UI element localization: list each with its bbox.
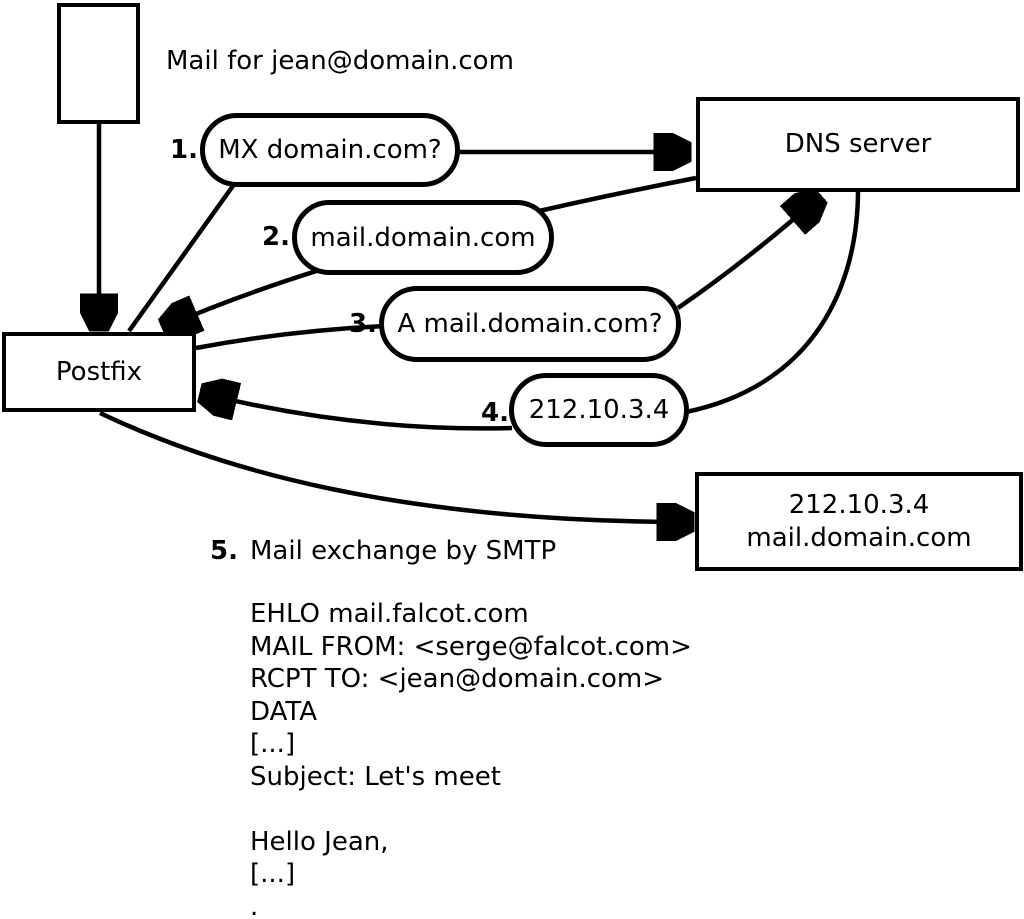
step-4-a-reply-pill: 212.10.3.4 bbox=[509, 373, 689, 447]
step-5-number: 5. bbox=[210, 536, 238, 566]
step-2-label: mail.domain.com bbox=[310, 222, 536, 253]
step-4-number: 4. bbox=[481, 398, 509, 428]
mail-for-label: Mail for jean@domain.com bbox=[166, 46, 514, 76]
dns-server-node: DNS server bbox=[696, 97, 1020, 192]
step-3-label: A mail.domain.com? bbox=[397, 309, 663, 339]
smtp-line: [...] bbox=[250, 859, 296, 889]
smtp-line: Subject: Let's meet bbox=[250, 761, 501, 792]
smtp-line: DATA bbox=[250, 696, 317, 727]
mail-server-hostname: mail.domain.com bbox=[746, 522, 972, 553]
step-1-label: MX domain.com? bbox=[218, 135, 442, 165]
line-postfix-to-a-query-pill bbox=[195, 323, 386, 351]
step-1-mx-query-pill: MX domain.com? bbox=[200, 113, 460, 187]
step-2-number: 2. bbox=[262, 222, 290, 252]
postfix-node: Postfix bbox=[2, 332, 196, 412]
mail-server-ip: 212.10.3.4 bbox=[788, 489, 930, 520]
step-3-number: 3. bbox=[349, 309, 377, 339]
dns-server-label: DNS server bbox=[784, 129, 932, 159]
smtp-line: Hello Jean, bbox=[250, 826, 389, 857]
postfix-label: Postfix bbox=[55, 356, 143, 387]
step-4-label: 212.10.3.4 bbox=[528, 395, 670, 425]
smtp-line: . bbox=[250, 891, 259, 919]
step-5-label: Mail exchange by SMTP bbox=[250, 536, 557, 566]
step-2-mx-reply-pill: mail.domain.com bbox=[292, 200, 554, 275]
arrow-a-query-to-dns bbox=[676, 199, 817, 310]
mail-envelope-icon bbox=[57, 3, 140, 124]
smtp-session-transcript: EHLO mail.falcot.com MAIL FROM: <serge@f… bbox=[250, 598, 692, 919]
smtp-line: EHLO mail.falcot.com bbox=[250, 599, 529, 629]
mail-server-node: 212.10.3.4 mail.domain.com bbox=[695, 472, 1023, 571]
smtp-line: [...] bbox=[250, 729, 296, 759]
smtp-line: MAIL FROM: <serge@falcot.com> bbox=[250, 631, 692, 662]
line-postfix-to-mx-query-pill bbox=[127, 181, 237, 333]
smtp-line: RCPT TO: <jean@domain.com> bbox=[250, 664, 665, 694]
smtp-line-blank bbox=[250, 793, 692, 826]
step-3-a-query-pill: A mail.domain.com? bbox=[379, 286, 681, 362]
curve-dns-a-reply-to-pill bbox=[685, 189, 861, 415]
arrow-a-reply-to-postfix bbox=[205, 394, 513, 431]
step-1-number: 1. bbox=[170, 135, 198, 165]
arrow-smtp-to-mail-server bbox=[99, 410, 689, 522]
